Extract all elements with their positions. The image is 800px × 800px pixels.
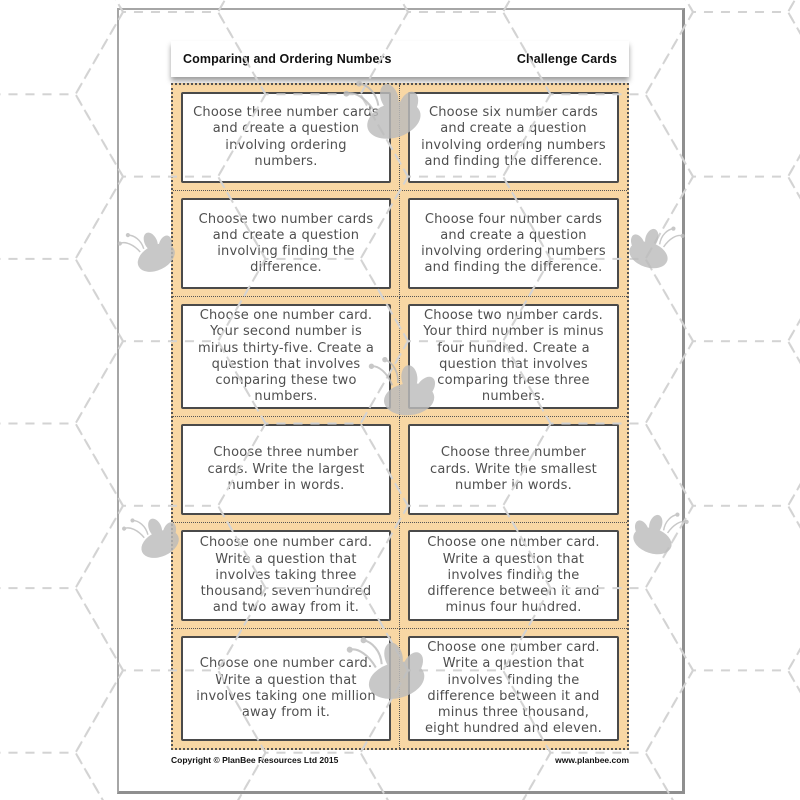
page-header: Comparing and Ordering Numbers Challenge… bbox=[171, 41, 629, 77]
challenge-card: Choose three number cards. Write the sma… bbox=[408, 424, 619, 516]
grid-cell: Choose one number card. Write a question… bbox=[173, 629, 400, 748]
grid-cell: Choose one number card. Write a question… bbox=[400, 629, 627, 748]
document-page: Comparing and Ordering Numbers Challenge… bbox=[117, 8, 685, 794]
grid-cell: Choose one number card. Write a question… bbox=[173, 523, 400, 630]
grid-cell: Choose three number cards and create a q… bbox=[173, 85, 400, 192]
challenge-card: Choose one number card. Write a question… bbox=[408, 530, 619, 622]
grid-cell: Choose one number card. Write a question… bbox=[400, 523, 627, 630]
challenge-card: Choose one number card. Your second numb… bbox=[181, 304, 391, 409]
grid-cell: Choose two number cards. Your third numb… bbox=[400, 297, 627, 417]
challenge-card: Choose four number cards and create a qu… bbox=[408, 198, 619, 290]
card-grid: Choose three number cards and create a q… bbox=[171, 83, 629, 750]
page-badge: Challenge Cards bbox=[516, 52, 617, 66]
challenge-card: Choose two number cards and create a que… bbox=[181, 198, 391, 290]
challenge-card: Choose one number card. Write a question… bbox=[408, 636, 619, 741]
grid-cell: Choose two number cards and create a que… bbox=[173, 191, 400, 298]
grid-cell: Choose three number cards. Write the lar… bbox=[173, 417, 400, 524]
challenge-card: Choose two number cards. Your third numb… bbox=[408, 304, 619, 409]
challenge-card: Choose three number cards. Write the lar… bbox=[181, 424, 391, 516]
page-footer: Copyright © PlanBee Resources Ltd 2015 w… bbox=[171, 755, 629, 765]
challenge-card: Choose three number cards and create a q… bbox=[181, 92, 391, 184]
challenge-card: Choose one number card. Write a question… bbox=[181, 530, 391, 622]
page-title: Comparing and Ordering Numbers bbox=[183, 52, 392, 66]
challenge-card: Choose six number cards and create a que… bbox=[408, 92, 619, 184]
grid-cell: Choose six number cards and create a que… bbox=[400, 85, 627, 192]
copyright-text: Copyright © PlanBee Resources Ltd 2015 bbox=[171, 755, 339, 765]
website-text: www.planbee.com bbox=[555, 755, 629, 765]
grid-cell: Choose one number card. Your second numb… bbox=[173, 297, 400, 417]
challenge-card: Choose one number card. Write a question… bbox=[181, 636, 391, 741]
grid-cell: Choose four number cards and create a qu… bbox=[400, 191, 627, 298]
grid-cell: Choose three number cards. Write the sma… bbox=[400, 417, 627, 524]
